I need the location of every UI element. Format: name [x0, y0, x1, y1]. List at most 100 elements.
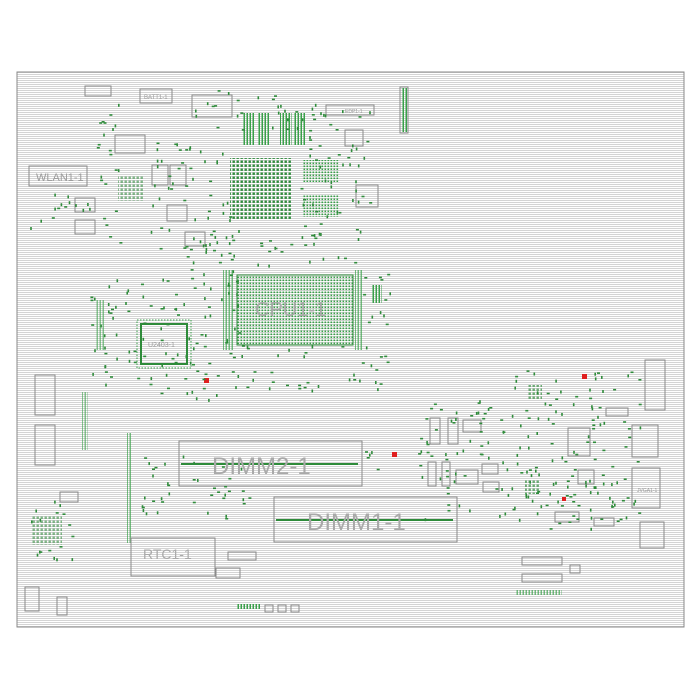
smd-pad: [154, 184, 156, 188]
smd-pad: [518, 518, 521, 522]
smd-pad: [353, 379, 357, 381]
smd-pad: [260, 245, 264, 247]
smd-pad: [158, 197, 161, 201]
smd-pad: [216, 375, 220, 377]
smd-pad: [110, 376, 113, 378]
smd-pad: [236, 293, 238, 297]
smd-pad: [361, 195, 365, 198]
smd-pad: [557, 500, 559, 504]
smd-pad: [357, 200, 360, 204]
smd-pad: [191, 390, 194, 394]
smd-pad: [221, 466, 225, 468]
smd-pad: [166, 323, 170, 326]
smd-pad: [112, 316, 114, 320]
smd-pad: [101, 121, 105, 123]
smd-pad: [186, 392, 189, 396]
smd-pad: [160, 159, 163, 163]
smd-pad: [511, 414, 514, 418]
smd-pad: [222, 152, 224, 156]
smd-pad: [217, 491, 221, 493]
smd-pad: [623, 478, 627, 480]
smd-pad: [359, 230, 362, 234]
smd-pad: [514, 506, 516, 510]
smd-pad: [167, 186, 170, 190]
smd-pad: [235, 280, 239, 283]
smd-pad: [314, 103, 317, 107]
smd-pad: [367, 321, 371, 324]
marker-red-3: [582, 374, 587, 379]
smd-pad: [210, 233, 214, 236]
smd-pad: [593, 487, 597, 489]
smd-pad: [303, 386, 307, 389]
smd-pad: [234, 327, 236, 331]
smd-pad: [210, 287, 212, 291]
smd-pad: [355, 228, 359, 231]
smd-pad: [525, 495, 528, 499]
smd-pad: [455, 472, 457, 476]
smd-pad: [175, 307, 177, 311]
smd-pad: [30, 227, 32, 230]
smd-pad: [115, 305, 117, 309]
smd-pad: [194, 218, 196, 222]
part-rtc-side: [215, 567, 241, 579]
smd-pad: [516, 453, 519, 457]
smd-pad: [114, 124, 117, 128]
ram-chip-1: [243, 113, 255, 145]
ram-chip-2: [258, 113, 270, 145]
connector-top-3: [191, 94, 233, 118]
smd-pad: [314, 237, 318, 240]
smd-pad: [167, 484, 171, 487]
smd-pad: [167, 482, 169, 486]
smd-pad: [156, 148, 159, 152]
smd-pad: [300, 187, 304, 190]
smd-pad: [377, 388, 379, 392]
smd-pad: [313, 118, 317, 121]
smd-pad: [602, 449, 606, 452]
smd-pad: [573, 450, 575, 454]
smd-pad: [172, 182, 174, 186]
smd-pad: [227, 282, 230, 286]
part-cpu-right: [372, 285, 382, 303]
smd-pad: [634, 499, 637, 503]
smd-pad: [224, 493, 226, 497]
smd-pad: [287, 118, 289, 122]
smd-pad: [347, 156, 351, 159]
smd-pad: [365, 346, 368, 350]
smd-pad: [627, 374, 629, 378]
chipset-bga: [230, 158, 292, 220]
smd-pad: [354, 261, 358, 264]
smd-pad: [104, 183, 108, 185]
smd-pad: [36, 553, 39, 557]
small-component-cluster: [30, 90, 642, 562]
smd-pad: [589, 397, 593, 400]
smd-pad: [225, 236, 228, 240]
smd-pad: [322, 257, 325, 261]
smd-pad: [118, 103, 120, 107]
smd-pad: [548, 404, 552, 406]
smd-pad: [210, 494, 214, 496]
smd-pad: [137, 377, 141, 380]
part-ul-6: [74, 197, 96, 213]
smd-pad: [304, 244, 308, 246]
smd-pad: [156, 159, 159, 163]
smd-pad: [535, 469, 537, 473]
smd-pad: [527, 495, 530, 499]
smd-pad: [144, 457, 148, 459]
cpu-cap-row-left: [223, 270, 233, 350]
smd-pad: [150, 377, 153, 381]
smd-pad: [430, 407, 434, 410]
smd-pad: [561, 412, 563, 416]
smd-pad: [446, 492, 450, 495]
smd-pad: [379, 383, 383, 385]
smd-pad: [626, 497, 630, 499]
smd-pad: [338, 211, 342, 214]
smd-pad: [31, 520, 33, 524]
marker-red-2: [392, 452, 397, 457]
smd-pad: [117, 169, 120, 173]
smd-pad: [191, 277, 195, 280]
smd-pad: [560, 505, 564, 507]
smd-pad: [119, 242, 123, 244]
smd-pad: [205, 250, 207, 254]
smd-pad: [320, 112, 322, 116]
smd-pad: [638, 512, 642, 514]
